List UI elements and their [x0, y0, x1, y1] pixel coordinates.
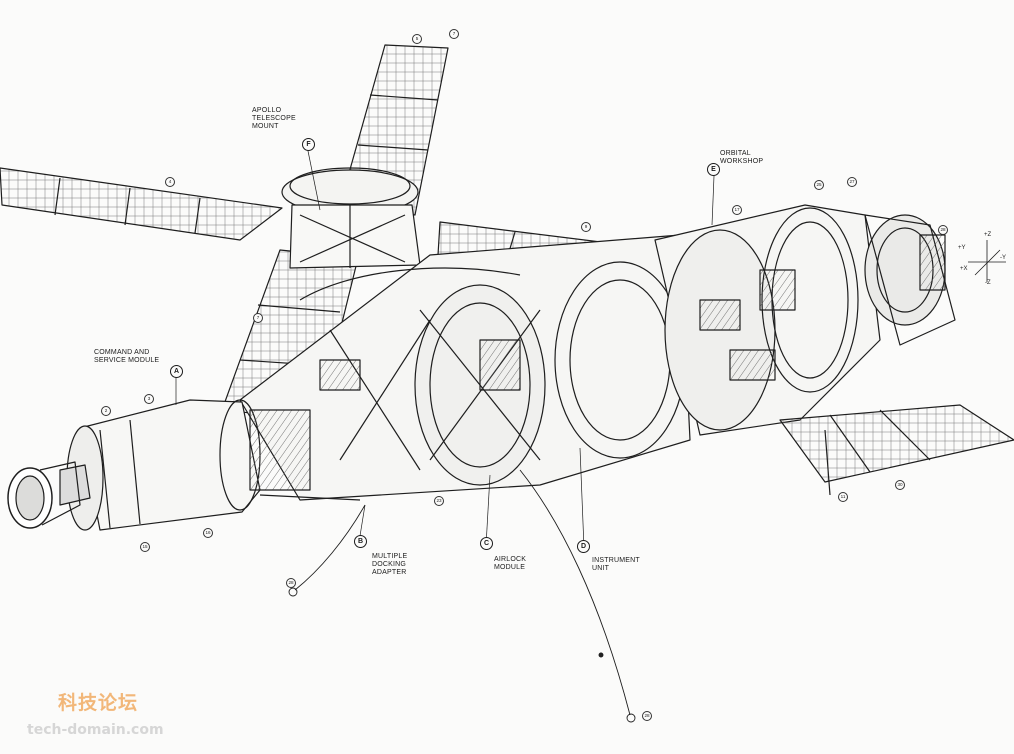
orbital-workshop-body: [654, 204, 881, 436]
tether-lines: [288, 469, 636, 723]
callout: 17: [732, 205, 742, 215]
telescope-mount-structure: [281, 167, 421, 269]
callout: 28: [938, 225, 948, 235]
label-orbital-workshop: ORBITAL WORKSHOP: [720, 150, 764, 165]
axis-plus-y: +Y: [958, 245, 966, 251]
label-instrument-unit: INSTRUMENT UNIT: [592, 557, 640, 572]
workshop-aft-end: [864, 214, 956, 346]
atm-solar-array-left: [0, 167, 283, 241]
callout: 2: [101, 406, 111, 416]
marker-d: D: [577, 540, 590, 553]
docking-adapter-structure: [249, 409, 361, 501]
label-apollo-telescope-mount: APOLLO TELESCOPE MOUNT: [252, 107, 296, 130]
marker-e: E: [707, 163, 720, 176]
watermark-chinese: 科技论坛: [58, 692, 139, 714]
axis-minus-y: -Y: [1000, 255, 1006, 261]
callout: 27: [847, 177, 857, 187]
watermark-url: tech-domain.com: [27, 722, 164, 738]
engine-nozzle: [7, 461, 81, 529]
marker-b: B: [354, 535, 367, 548]
marker-f: F: [302, 138, 315, 151]
workshop-solar-array: [779, 404, 1014, 496]
marker-a: A: [170, 365, 183, 378]
callout: 5: [412, 34, 422, 44]
callout: 9: [581, 222, 591, 232]
axis-plus-z: +Z: [984, 232, 992, 238]
label-command-service-module: COMMAND AND SERVICE MODULE: [94, 349, 160, 364]
leader-lines: [175, 150, 715, 549]
callout: 16: [203, 528, 213, 538]
marker-c: C: [480, 537, 493, 550]
callout: 7: [253, 313, 263, 323]
callout: 3: [144, 394, 154, 404]
callout: 28: [642, 711, 652, 721]
axis-indicator: [968, 240, 1006, 282]
callout: 30: [895, 480, 905, 490]
label-multiple-docking-adapter: MULTIPLE DOCKING ADAPTER: [372, 553, 408, 576]
callout: 11: [838, 492, 848, 502]
callout: 23: [434, 496, 444, 506]
callout: 4: [165, 177, 175, 187]
axis-minus-z: -Z: [985, 280, 991, 286]
callout: 15: [140, 542, 150, 552]
command-service-module: [59, 399, 261, 531]
callout: 25: [814, 180, 824, 190]
station-central-body: [239, 234, 691, 501]
axis-plus-x: +X: [960, 266, 968, 272]
callout: 7: [449, 29, 459, 39]
callout: 28: [286, 578, 296, 588]
label-airlock-module: AIRLOCK MODULE: [494, 556, 527, 571]
